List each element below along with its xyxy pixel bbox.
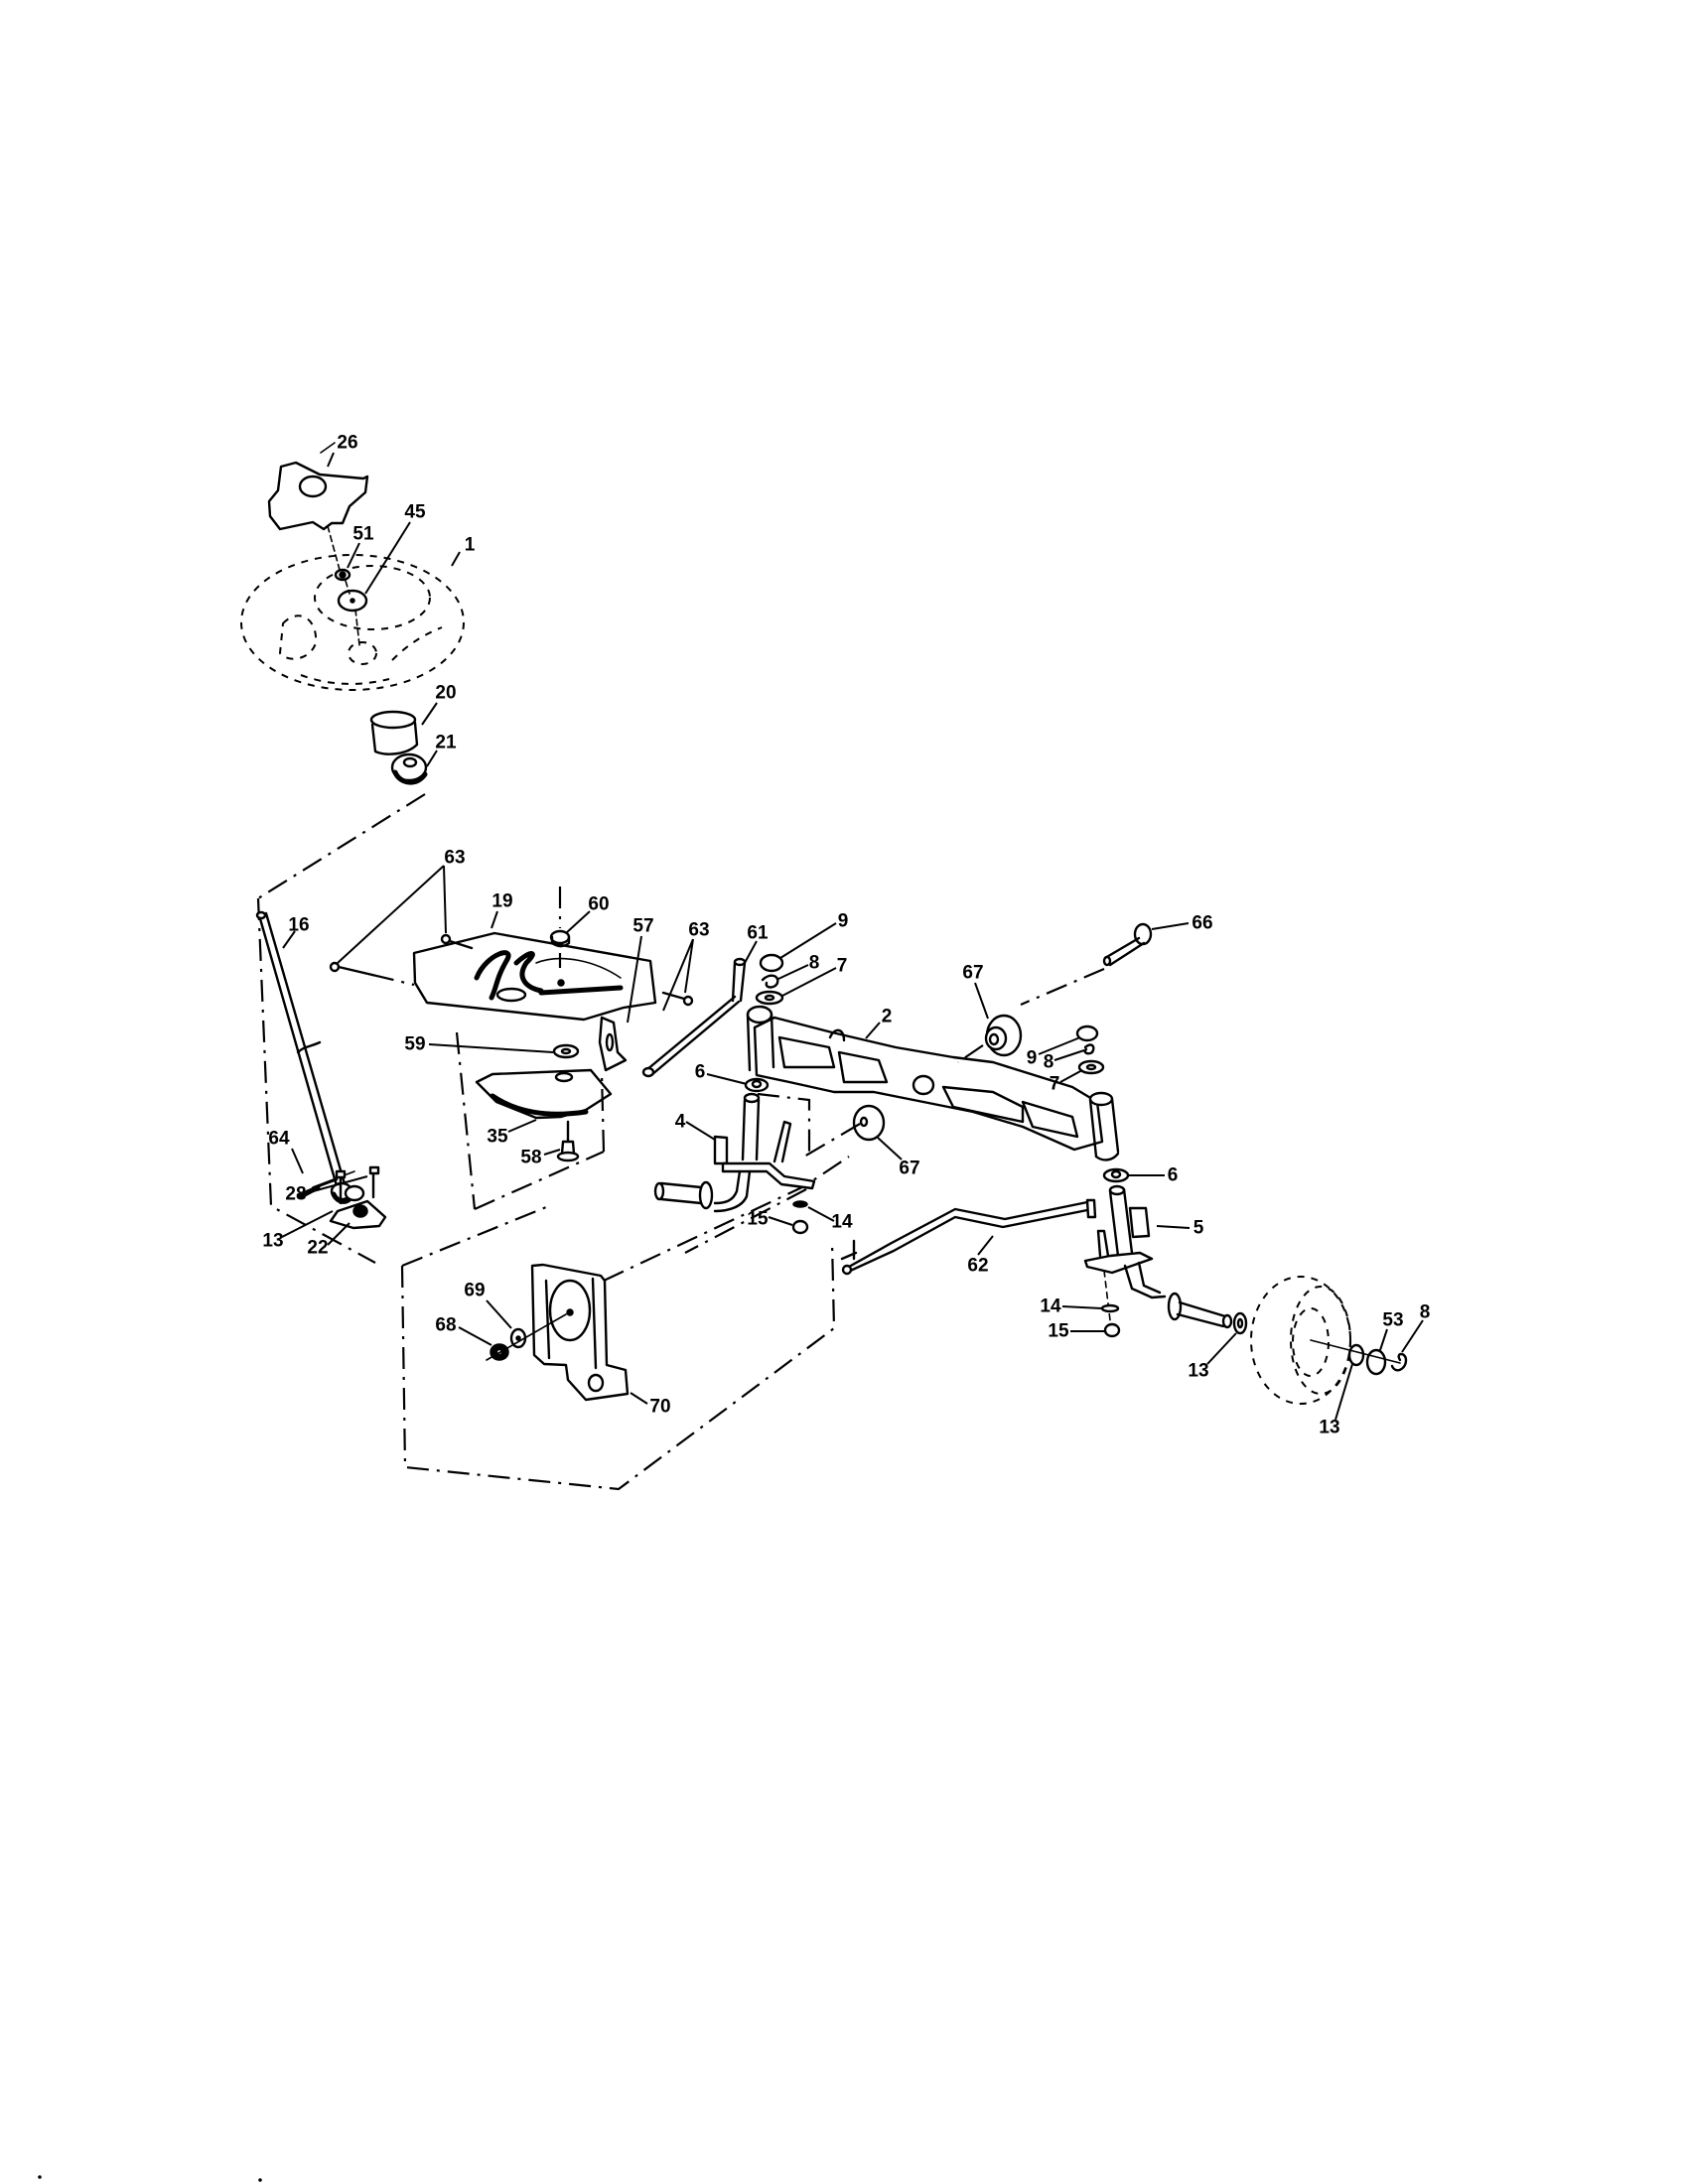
front-axle-part-2 <box>746 1005 1120 1161</box>
part-callout-6: 6 <box>694 1061 706 1083</box>
part-callout-28: 28 <box>285 1183 307 1205</box>
bolt-part-63 <box>329 933 694 1007</box>
steering-shaft-part-16 <box>255 910 355 1204</box>
tie-rod-part-62 <box>840 1198 1097 1276</box>
part-callout-13: 13 <box>262 1230 284 1252</box>
nut-part-15 <box>791 1219 809 1235</box>
part-callout-7: 7 <box>836 955 848 977</box>
washer-part-59 <box>552 1043 580 1059</box>
part-callout-67: 67 <box>962 962 984 984</box>
part-callout-63: 63 <box>688 919 710 941</box>
part-callout-7: 7 <box>1049 1073 1060 1095</box>
steering-wheel-part-1 <box>240 554 465 691</box>
part-callout-13: 13 <box>1188 1360 1209 1382</box>
support-plate-part-19 <box>412 931 657 1022</box>
washer-part-13-inner <box>1232 1311 1248 1335</box>
part-callout-62: 62 <box>967 1255 989 1277</box>
sector-gear-part-35 <box>475 1068 613 1120</box>
part-callout-53: 53 <box>1382 1309 1404 1331</box>
part-callout-9: 9 <box>1026 1047 1038 1069</box>
washer-part-13-outer <box>1347 1343 1365 1367</box>
part-callout-9: 9 <box>837 910 849 932</box>
part-callout-1: 1 <box>464 534 476 556</box>
part-callout-70: 70 <box>649 1396 671 1418</box>
part-callout-69: 69 <box>464 1280 486 1301</box>
part-callout-60: 60 <box>588 893 610 915</box>
part-callout-15: 15 <box>1048 1320 1069 1342</box>
drag-link-part-61 <box>641 957 747 1078</box>
front-wheel-phantom <box>1250 1276 1351 1405</box>
bushing-part-6 <box>744 1077 770 1093</box>
nut-part-60 <box>549 929 571 948</box>
washer-part-69 <box>509 1327 527 1349</box>
lock-washer-part-14-right <box>1100 1303 1120 1313</box>
bushing-part-67 <box>984 1014 1023 1057</box>
part-callout-66: 66 <box>1192 912 1213 934</box>
lock-washer-part-14 <box>792 1200 808 1208</box>
part-callout-57: 57 <box>632 915 654 937</box>
bolt-part-58 <box>556 1120 580 1162</box>
washer-part-45 <box>337 589 368 613</box>
part-callout-68: 68 <box>435 1314 457 1336</box>
part-callout-15: 15 <box>747 1208 769 1230</box>
part-callout-8: 8 <box>1043 1051 1054 1073</box>
clip-part-8 <box>761 974 779 989</box>
part-callout-8: 8 <box>1419 1301 1431 1323</box>
mount-plate-part-22 <box>329 1165 387 1230</box>
bushing-part-6-right <box>1102 1167 1130 1183</box>
part-callout-13: 13 <box>1319 1417 1340 1438</box>
part-callout-63: 63 <box>444 847 466 869</box>
cap-part-9 <box>759 953 784 973</box>
steering-wheel-cap-part-26 <box>267 442 369 531</box>
cap-part-9-right <box>1075 1024 1099 1042</box>
nut-part-15-right <box>1103 1322 1121 1338</box>
page-edge-mark <box>38 2175 42 2179</box>
bracket-part-57 <box>598 1016 628 1072</box>
washer-part-7 <box>755 990 784 1006</box>
part-callout-4: 4 <box>674 1111 686 1133</box>
part-callout-2: 2 <box>881 1006 893 1027</box>
part-callout-21: 21 <box>435 732 457 753</box>
bushing-part-67-lower <box>852 1104 886 1142</box>
part-callout-5: 5 <box>1193 1217 1204 1239</box>
washer-part-7-right <box>1077 1059 1105 1075</box>
bushing-part-20 <box>369 710 419 755</box>
part-callout-64: 64 <box>268 1128 290 1150</box>
spindle-part-4 <box>653 1092 816 1213</box>
mounting-bracket-part-70 <box>530 1263 630 1402</box>
page-edge-mark <box>258 2178 262 2182</box>
washer-part-53 <box>1365 1348 1387 1376</box>
part-callout-59: 59 <box>404 1033 426 1055</box>
gear-part-21 <box>390 752 428 785</box>
part-callout-19: 19 <box>491 890 513 912</box>
retaining-clip-part-8 <box>1390 1352 1408 1372</box>
part-callout-58: 58 <box>520 1147 542 1168</box>
part-callout-67: 67 <box>899 1158 920 1179</box>
part-callout-61: 61 <box>747 922 769 944</box>
part-callout-14: 14 <box>831 1211 853 1233</box>
part-callout-51: 51 <box>352 523 374 545</box>
part-callout-22: 22 <box>307 1237 329 1259</box>
spindle-part-5 <box>1083 1184 1233 1329</box>
nut-part-51 <box>334 568 351 582</box>
part-callout-35: 35 <box>487 1126 508 1148</box>
part-callout-26: 26 <box>337 432 358 454</box>
part-callout-45: 45 <box>404 501 426 523</box>
part-callout-16: 16 <box>288 914 310 936</box>
part-callout-6: 6 <box>1167 1164 1179 1186</box>
part-callout-20: 20 <box>435 682 457 704</box>
part-callout-8: 8 <box>808 952 820 974</box>
clip-part-8-right <box>1083 1043 1095 1055</box>
pivot-bolt-part-66 <box>1102 922 1153 967</box>
part-callout-14: 14 <box>1040 1296 1061 1317</box>
